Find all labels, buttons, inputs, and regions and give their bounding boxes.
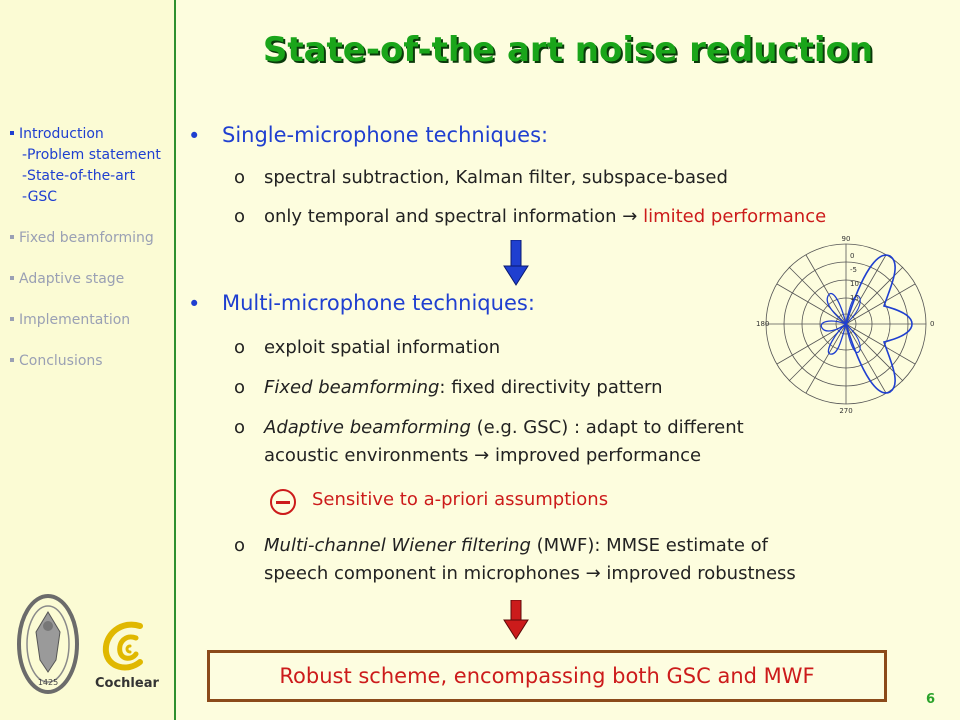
sensitive-warning: Sensitive to a-priori assumptions: [312, 489, 609, 510]
sidebar-divider: [174, 0, 176, 720]
page-number: 6: [926, 692, 936, 707]
nav-item-fixed-beamforming[interactable]: Fixed beamforming: [10, 228, 180, 249]
nav-item-label: Adaptive stage: [19, 271, 125, 287]
implies-arrow-icon: →: [585, 563, 601, 584]
nav-subitem-state-of-the-art[interactable]: -State-of-the-art: [22, 168, 136, 184]
university-seal-logo: 1425: [17, 594, 79, 694]
polar-label-270: 270: [839, 407, 852, 415]
cochlear-wordmark: Cochlear: [95, 676, 159, 691]
bullet-square-icon: [10, 358, 14, 362]
sidebar-nav: Introduction -Problem statement -State-o…: [10, 124, 180, 372]
bullet-square-icon: [10, 131, 14, 135]
nav-item-introduction[interactable]: Introduction: [10, 124, 180, 145]
single-mic-heading: •Single-microphone techniques:: [188, 123, 549, 148]
nav-subitem-gsc[interactable]: -GSC: [22, 189, 58, 205]
nav-subitem-problem-statement[interactable]: -Problem statement: [22, 147, 161, 163]
cochlear-logo: [102, 621, 143, 671]
nav-item-implementation[interactable]: Implementation: [10, 310, 180, 331]
nav-item-adaptive-stage[interactable]: Adaptive stage: [10, 269, 180, 290]
bullet-square-icon: [10, 235, 14, 239]
nav-item-label: Fixed beamforming: [19, 230, 154, 246]
nav-item-label: Conclusions: [19, 353, 103, 369]
conclusion-box: Robust scheme, encompassing both GSC and…: [207, 650, 887, 702]
polar-radial-label-0: 0: [850, 252, 854, 260]
down-arrow-blue-icon: [503, 240, 529, 286]
nav-item-conclusions[interactable]: Conclusions: [10, 351, 180, 372]
multi-mic-heading: •Multi-microphone techniques:: [188, 291, 535, 316]
slide-title: State-of-the art noise reduction: [262, 30, 874, 70]
down-arrow-red-icon: [503, 600, 529, 640]
conclusion-text: Robust scheme, encompassing both GSC and…: [279, 664, 815, 688]
bullet-dot: •: [188, 292, 201, 316]
polar-radial-label-5: -5: [850, 266, 857, 274]
seal-year: 1425: [38, 678, 58, 687]
polar-label-0: 0: [930, 320, 934, 328]
minus-circle-icon: [270, 489, 296, 515]
bullet-square-icon: [10, 276, 14, 280]
bullet-square-icon: [10, 317, 14, 321]
polar-label-90: 90: [842, 235, 851, 243]
sidebar: Introduction -Problem statement -State-o…: [0, 0, 174, 720]
implies-arrow-icon: →: [622, 206, 638, 227]
polar-label-180: 180: [756, 320, 769, 328]
nav-item-label: Introduction: [19, 126, 104, 142]
polar-directivity-plot: 90 180 0 270 0 -5 10 15: [756, 235, 934, 415]
nav-item-label: Implementation: [19, 312, 131, 328]
bullet-dot: •: [188, 124, 201, 148]
polar-radial-label-15: 15: [850, 294, 859, 302]
implies-arrow-icon: →: [474, 445, 490, 466]
polar-radial-label-10: 10: [850, 280, 859, 288]
